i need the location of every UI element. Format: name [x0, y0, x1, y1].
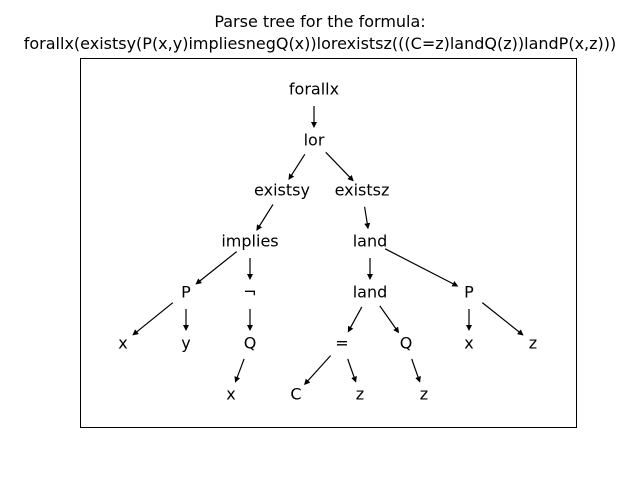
- tree-node-Q1: Q: [244, 334, 257, 353]
- tree-node-land2: land: [353, 283, 388, 302]
- tree-node-y: y: [181, 334, 190, 353]
- tree-node-existsy: existsy: [254, 181, 310, 200]
- tree-edge: [347, 306, 363, 333]
- tree-node-implies: implies: [221, 232, 278, 251]
- tree-edge: [132, 302, 174, 336]
- tree-node-land1: land: [353, 232, 388, 251]
- tree-edge: [234, 358, 245, 383]
- tree-node-x3: x: [226, 385, 235, 404]
- tree-node-eq: =: [335, 334, 348, 353]
- diagram-title: Parse tree for the formula:: [214, 12, 426, 31]
- formula-text: forallx(existsy(P(x,y)impliesnegQ(x))lor…: [23, 34, 617, 53]
- tree-edge: [379, 305, 400, 334]
- diagram-frame: [80, 58, 577, 428]
- tree-node-z2: z: [356, 385, 364, 404]
- tree-node-x1: x: [118, 334, 127, 353]
- tree-edge: [288, 153, 306, 180]
- tree-edge: [256, 204, 274, 231]
- tree-edge: [411, 358, 421, 383]
- tree-node-Q2: Q: [400, 334, 413, 353]
- tree-node-C: C: [290, 385, 301, 404]
- tree-node-existsz: existsz: [335, 181, 390, 200]
- tree-node-P1: P: [181, 283, 191, 302]
- tree-edge: [304, 355, 332, 386]
- tree-node-neg: ¬: [243, 283, 256, 302]
- tree-node-P2: P: [464, 283, 474, 302]
- tree-node-x2: x: [464, 334, 473, 353]
- tree-edge: [347, 358, 357, 383]
- tree-node-forallx: forallx: [289, 80, 339, 99]
- tree-node-z1: z: [529, 334, 537, 353]
- tree-edge: [364, 206, 371, 230]
- tree-edge: [325, 151, 354, 182]
- tree-edge: [384, 248, 459, 287]
- tree-edge: [195, 251, 238, 285]
- tree-node-z3: z: [420, 385, 428, 404]
- tree-edges: [132, 106, 524, 386]
- tree-edge: [481, 302, 524, 336]
- tree-node-lor: lor: [304, 131, 325, 150]
